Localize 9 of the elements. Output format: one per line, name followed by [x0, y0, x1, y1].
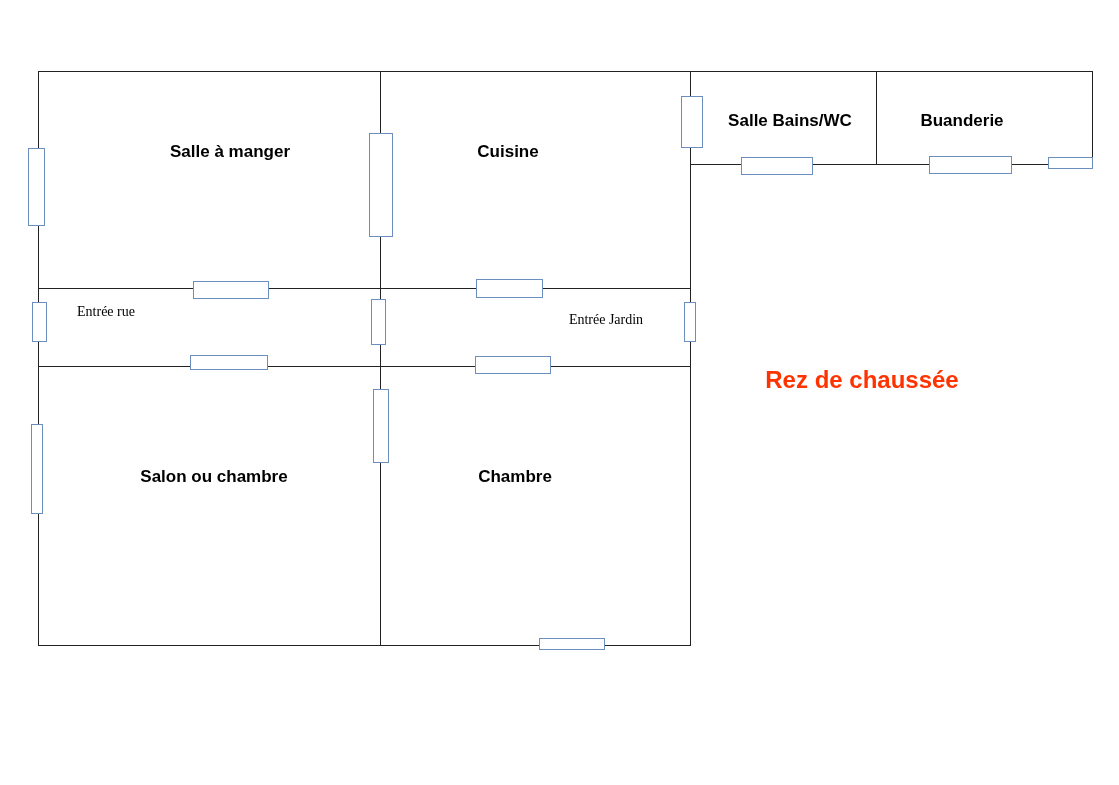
room-name: Chambre	[478, 467, 552, 487]
room-name: Entrée Jardin	[568, 312, 644, 328]
plan-title: Rez de chaussée	[765, 366, 959, 394]
room-name: Cuisine	[477, 142, 539, 162]
room-name: Entrée rue	[77, 304, 135, 320]
room-name: Buanderie	[920, 111, 1004, 131]
room-name: Salle Bains/WC	[728, 111, 852, 131]
room-name: Salon ou chambre	[140, 467, 288, 487]
room-name: Salle à manger	[170, 142, 290, 162]
